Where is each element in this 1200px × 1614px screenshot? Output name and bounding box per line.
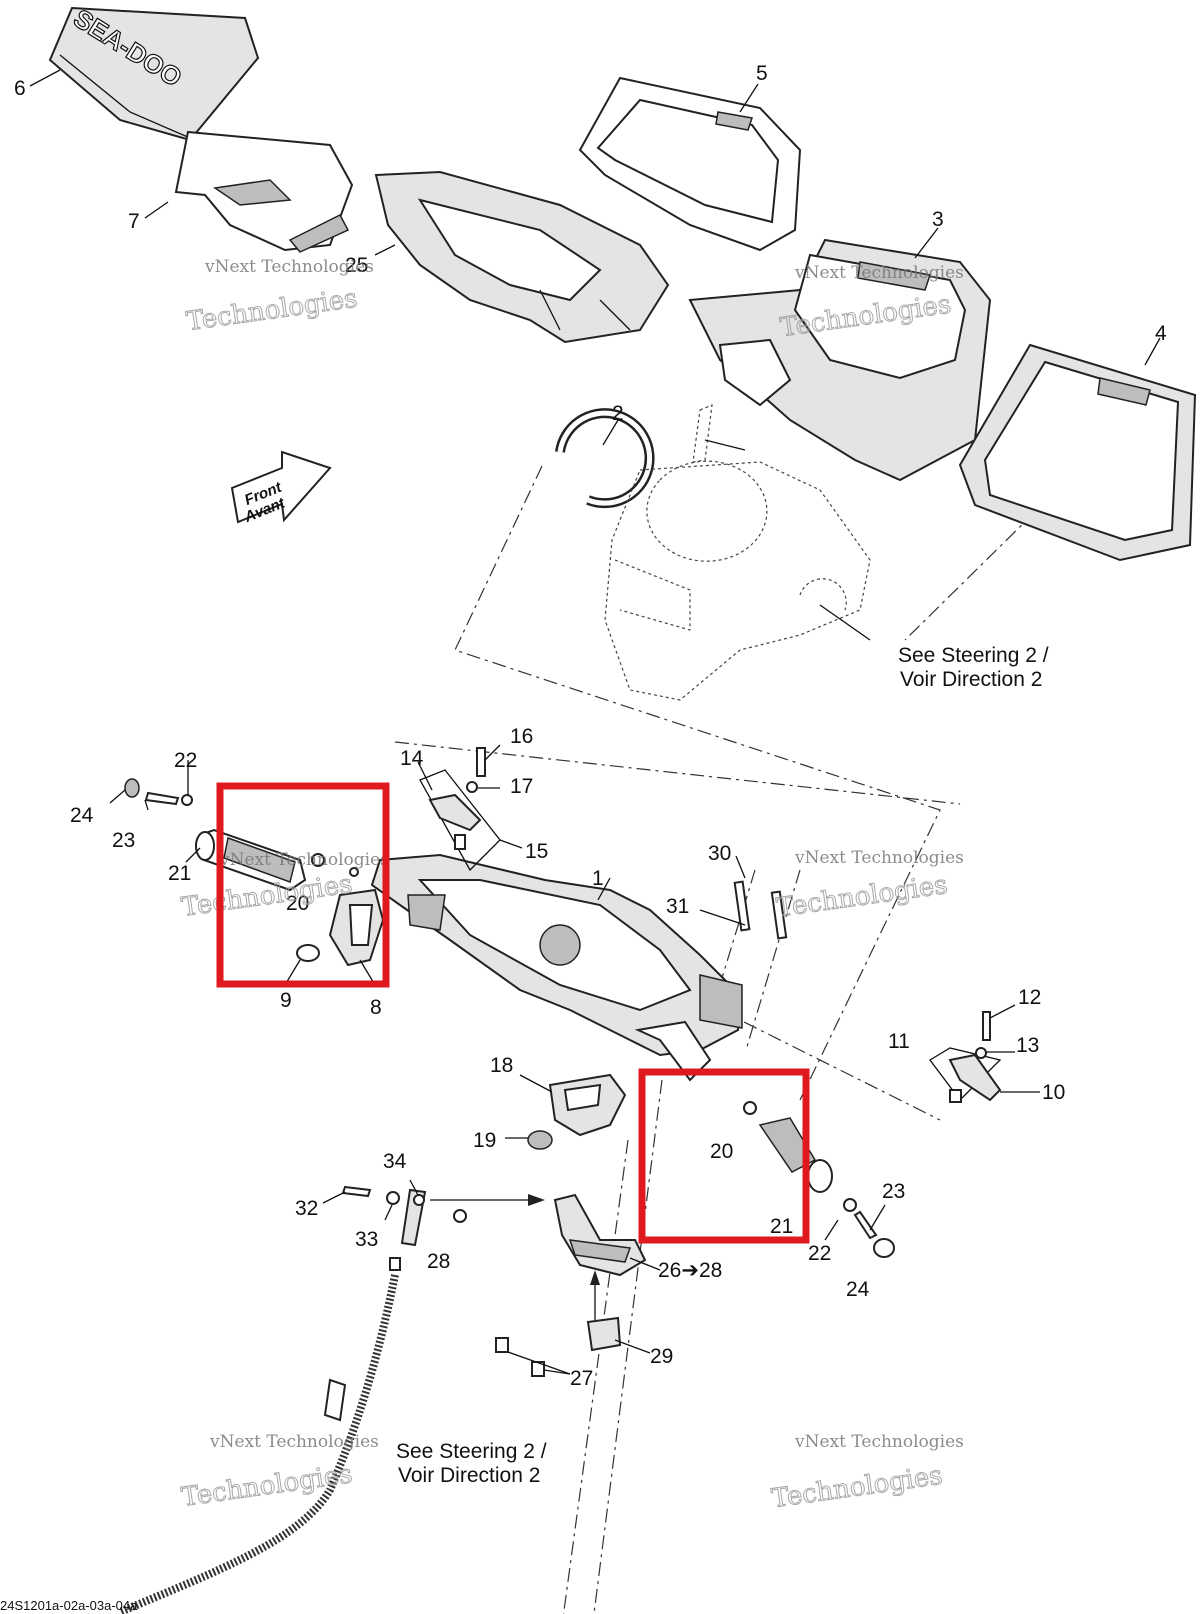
label-11: 11 xyxy=(888,1030,910,1053)
watermark-6b: Technologies xyxy=(770,1461,945,1515)
label-25: 25 xyxy=(345,254,368,277)
label-21b: 21 xyxy=(770,1215,793,1238)
part-5-bezel xyxy=(578,76,802,252)
watermark-4b: Technologies xyxy=(775,870,950,924)
label-21a: 21 xyxy=(168,862,191,885)
label-19: 19 xyxy=(473,1129,496,1152)
figure-code: 24S1201a-02a-03a-04a xyxy=(0,1598,138,1613)
highlight-box-right xyxy=(638,1068,810,1244)
label-24a: 24 xyxy=(70,804,94,827)
label-5: 5 xyxy=(756,62,768,85)
watermark-5b: Technologies xyxy=(180,1459,355,1513)
part-labels: 6 7 25 5 3 4 2 16 22 14 17 24 23 15 21 1… xyxy=(14,62,1167,1390)
watermark-1a: vNext Technologies xyxy=(204,257,374,277)
label-4: 4 xyxy=(1155,322,1167,345)
label-27: 27 xyxy=(570,1367,593,1390)
label-22a: 22 xyxy=(174,749,197,772)
label-18: 18 xyxy=(490,1054,513,1077)
label-20b: 20 xyxy=(710,1140,733,1163)
label-28: 28 xyxy=(427,1250,450,1273)
label-13: 13 xyxy=(1016,1034,1039,1057)
label-8: 8 xyxy=(370,996,382,1019)
label-17: 17 xyxy=(510,775,533,798)
right-switch-housing xyxy=(519,1073,627,1150)
label-1: 1 xyxy=(592,867,604,890)
watermark-4a: vNext Technologies xyxy=(794,848,964,868)
ghost-housing xyxy=(604,404,871,701)
right-lever-assembly xyxy=(929,1004,1040,1103)
part-1-steering-housing xyxy=(370,853,743,1082)
label-3: 3 xyxy=(932,208,944,231)
watermark-5a: vNext Technologies xyxy=(209,1432,379,1452)
watermark-6a: vNext Technologies xyxy=(794,1432,964,1452)
label-23b: 23 xyxy=(882,1180,905,1203)
label-20a: 20 xyxy=(286,892,309,915)
highlight-box-left xyxy=(216,782,390,988)
part-6-top-cover: SEA-DOO xyxy=(48,2,260,142)
right-grip-assembly xyxy=(743,1101,895,1258)
part-7-lid xyxy=(174,130,354,253)
label-29: 29 xyxy=(650,1345,673,1368)
watermark-1b: Technologies xyxy=(185,284,360,338)
watermark-2a: vNext Technologies xyxy=(794,263,964,283)
label-30: 30 xyxy=(708,842,731,865)
tie-rod-assembly xyxy=(118,1179,427,1614)
part-2-ring xyxy=(555,408,655,509)
label-34: 34 xyxy=(383,1150,407,1173)
watermark-3a: vNext Technologies xyxy=(219,850,389,870)
see-steering-bottom-line1: See Steering 2 / xyxy=(396,1440,547,1463)
label-24b: 24 xyxy=(846,1278,870,1301)
see-steering-top-line2: Voir Direction 2 xyxy=(900,668,1042,691)
assembly-lines xyxy=(394,465,1036,1614)
label-10: 10 xyxy=(1042,1081,1065,1104)
left-grip-assembly xyxy=(124,778,359,892)
left-switch-housing xyxy=(296,888,385,967)
label-23a: 23 xyxy=(112,829,135,852)
part-4-frame xyxy=(958,343,1197,562)
label-16: 16 xyxy=(510,725,533,748)
label-6: 6 xyxy=(14,77,26,100)
label-33: 33 xyxy=(355,1228,378,1251)
label-31: 31 xyxy=(666,895,689,918)
label-2: 2 xyxy=(612,402,624,425)
reference-notes: See Steering 2 / Voir Direction 2 See St… xyxy=(396,644,1049,1487)
part-25-console xyxy=(374,170,670,344)
front-arrow: Front Avant xyxy=(230,450,332,526)
left-lever-assembly xyxy=(419,744,523,872)
see-steering-bottom-line2: Voir Direction 2 xyxy=(398,1464,540,1487)
label-9: 9 xyxy=(280,989,292,1012)
label-14: 14 xyxy=(400,747,424,770)
bolts-30-31 xyxy=(699,855,788,940)
label-7: 7 xyxy=(128,210,140,233)
label-32: 32 xyxy=(295,1197,318,1220)
label-22b: 22 xyxy=(808,1242,831,1265)
see-steering-top-line1: See Steering 2 / xyxy=(898,644,1049,667)
label-12: 12 xyxy=(1018,986,1041,1009)
label-15: 15 xyxy=(525,840,548,863)
part-3-dash-cover xyxy=(688,238,992,482)
bracket-assembly xyxy=(430,1193,661,1377)
label-26: 26➔28 xyxy=(658,1259,722,1282)
